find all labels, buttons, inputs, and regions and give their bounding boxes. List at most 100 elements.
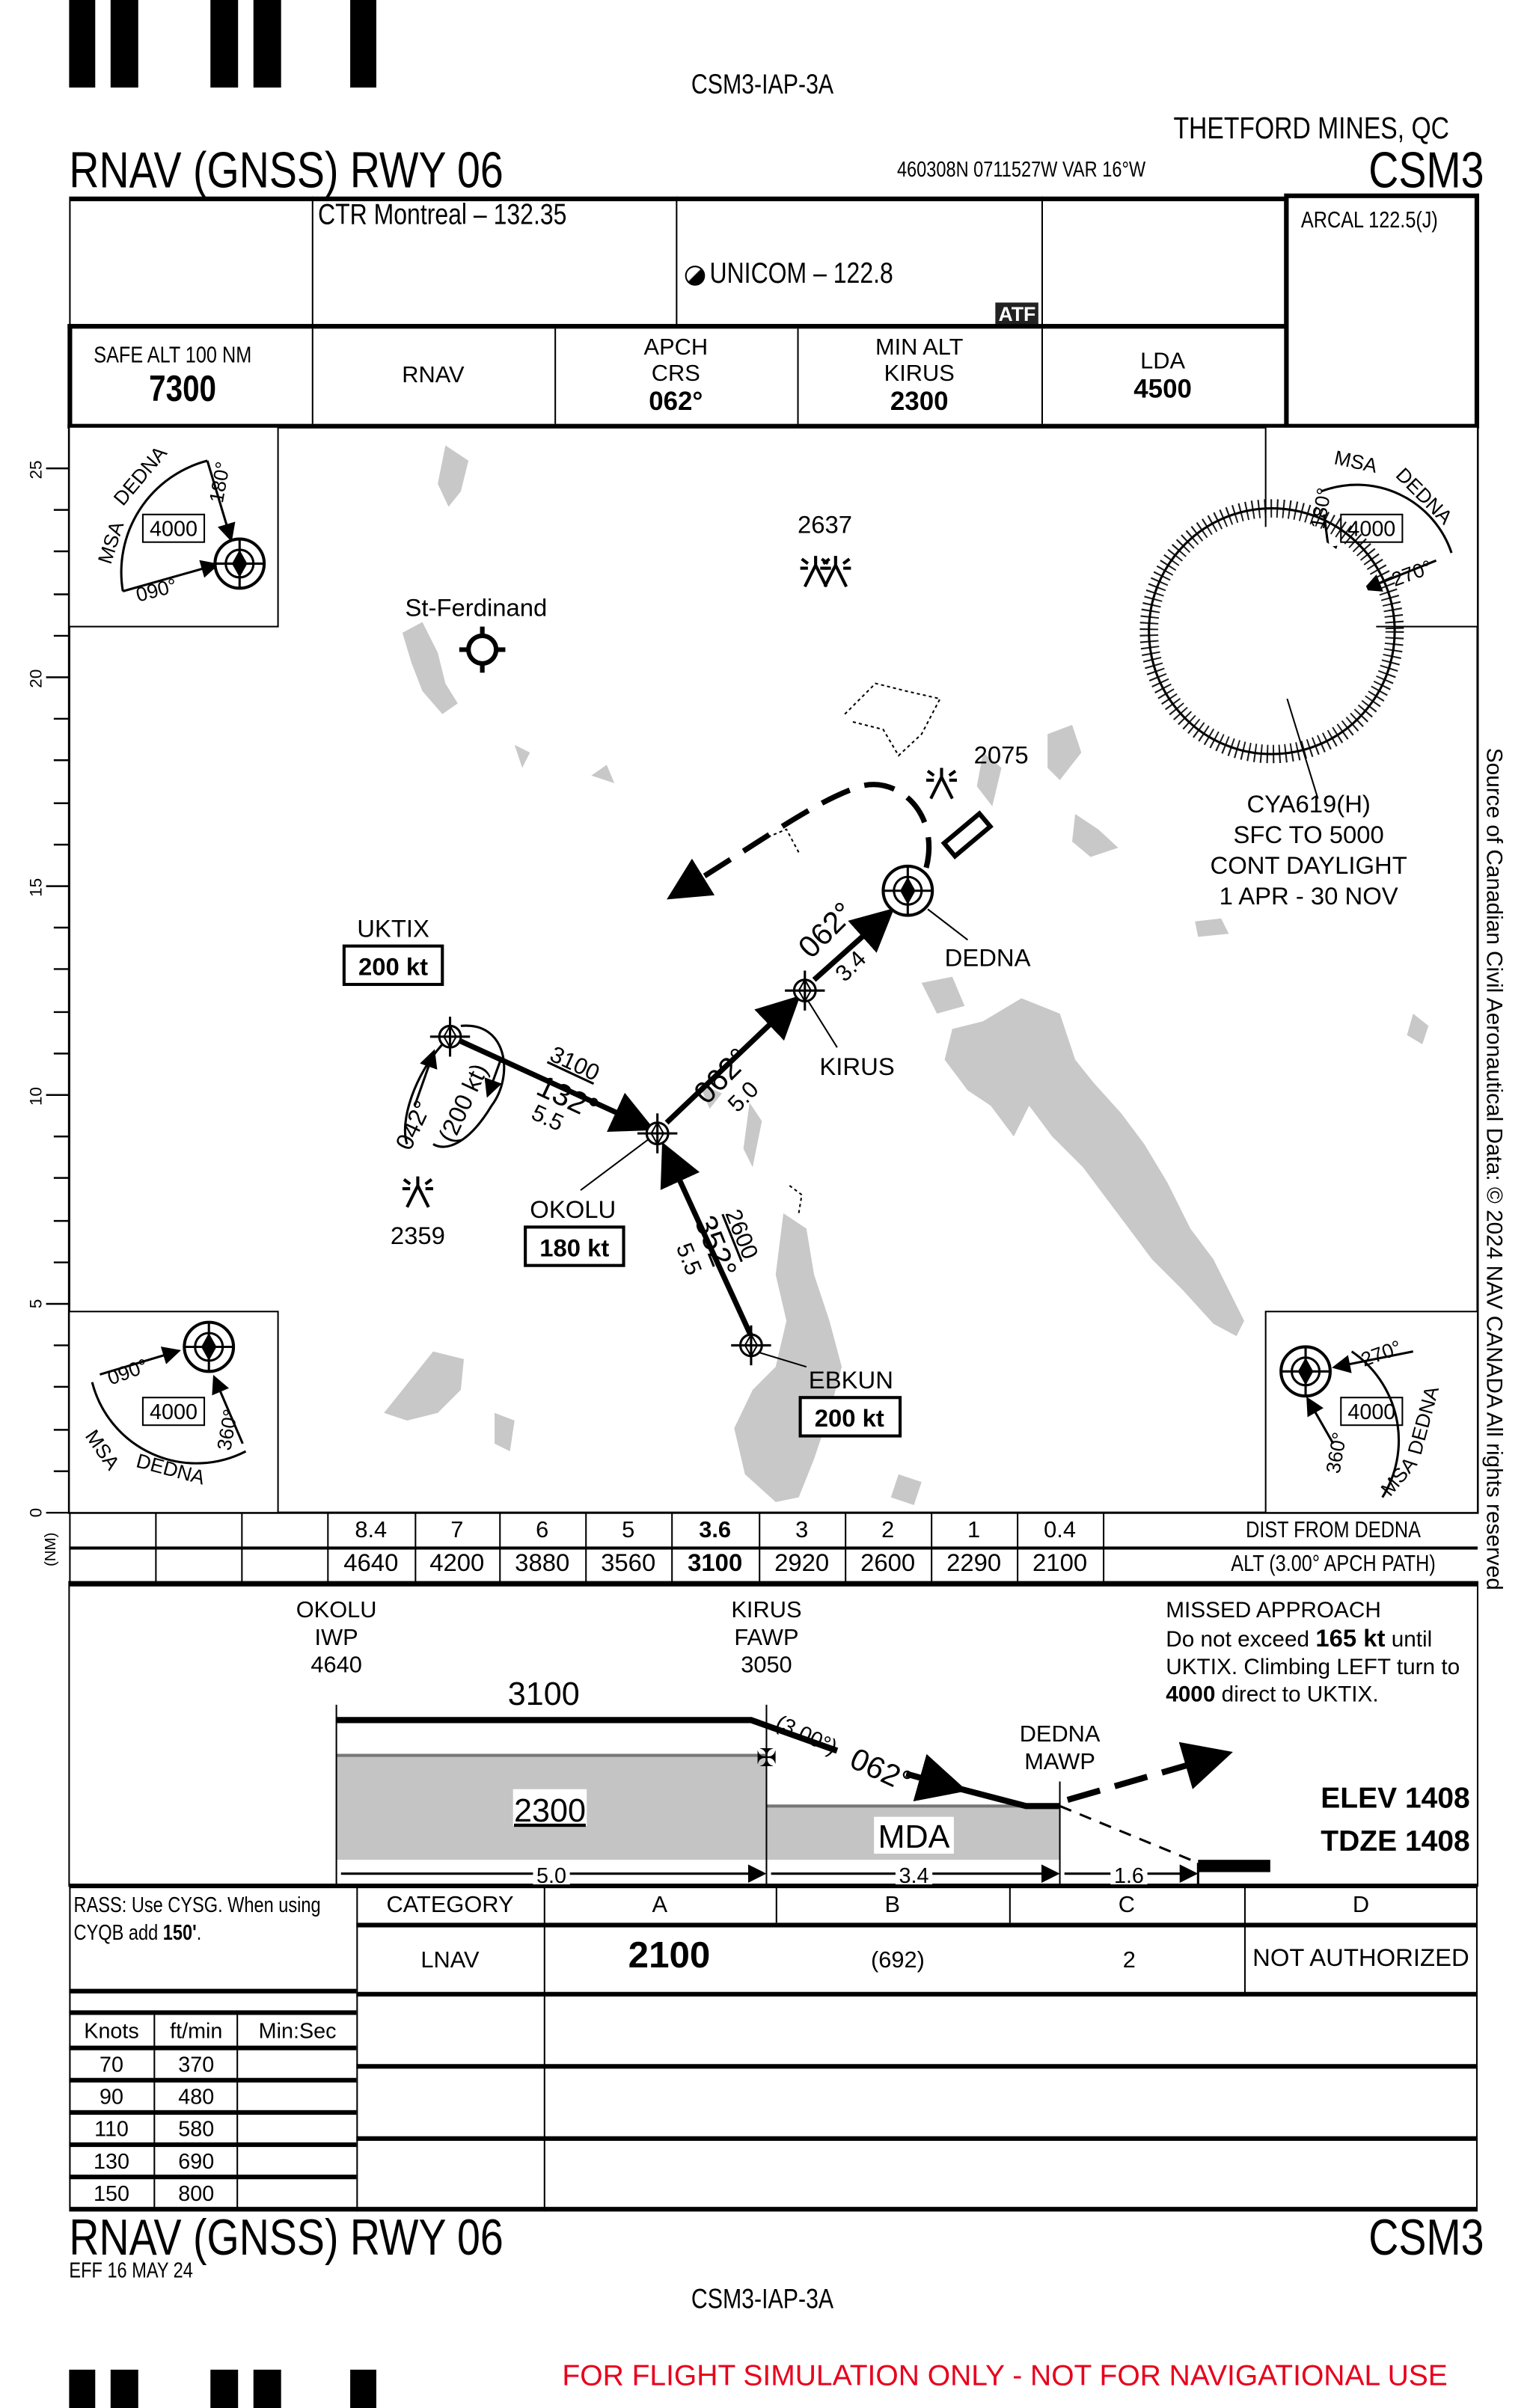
uktix-speed: 200 kt	[358, 953, 428, 981]
dist-cell: 3	[795, 1517, 809, 1544]
svg-text:IWP: IWP	[315, 1624, 358, 1650]
svg-text:1 APR - 30 NOV: 1 APR - 30 NOV	[1220, 882, 1398, 910]
fawp-cross-icon: ✠	[756, 1744, 777, 1771]
rate-row: 90 480	[69, 2079, 357, 2112]
svg-text:2637: 2637	[798, 510, 852, 538]
category-label: CATEGORY	[386, 1892, 514, 1918]
lnav-mda: 2100	[628, 1934, 711, 1977]
dist-cell: 7	[450, 1517, 464, 1544]
svg-text:4000: 4000	[1347, 517, 1395, 541]
okolu-speed: 180 kt	[539, 1234, 609, 1261]
procedure-title: RNAV (GNSS) RWY 06	[69, 141, 504, 198]
dist-cell: 6	[536, 1517, 549, 1544]
dist-label: DIST FROM DEDNA	[1246, 1517, 1421, 1544]
segment-distances	[340, 1863, 1199, 1887]
kirus-label: KIRUS	[819, 1053, 894, 1080]
obstacle-2359: 2359	[391, 1177, 445, 1249]
svg-text:KIRUS: KIRUS	[731, 1596, 801, 1623]
svg-text:4000: 4000	[150, 1400, 198, 1424]
svg-text:DEDNA: DEDNA	[1020, 1721, 1101, 1747]
alt-cell: 3100	[688, 1551, 743, 1578]
dedna-label: DEDNA	[945, 943, 1031, 971]
category-a: A	[652, 1892, 668, 1918]
rate-of-descent-table: Knots ft/min Min:Sec 70 370 90 480 110 5…	[69, 2015, 357, 2209]
alt-cell: 2100	[1032, 1551, 1088, 1578]
svg-text:4000: 4000	[150, 517, 198, 541]
alt-label: ALT (3.00° APCH PATH)	[1231, 1551, 1436, 1578]
dist-cell: 1	[967, 1517, 981, 1544]
msa-box-nw: 4000 MSA DEDNA 090° 180°	[68, 426, 279, 628]
leg-ebkun-okolu: 2600 352° 5.5	[671, 1205, 764, 1282]
svg-text:25: 25	[26, 460, 45, 479]
dist-cell: 5	[622, 1517, 635, 1544]
svg-text:FAWP: FAWP	[734, 1624, 798, 1650]
dist-okolu-kirus: 5.0	[536, 1864, 566, 1888]
footer-chart-id: CSM3-IAP-3A	[691, 2283, 834, 2314]
category-c: C	[1118, 1892, 1136, 1918]
rass-note: RASS: Use CYSG. When using CYQB add 150'…	[73, 1892, 321, 1945]
water-bodies	[384, 445, 1429, 1505]
rate-row: 130 690	[69, 2143, 357, 2177]
level-altitude: 3100	[508, 1676, 580, 1712]
arcal-frequency: ARCAL 122.5(J)	[1300, 207, 1438, 234]
alt-cell: 2290	[946, 1551, 1002, 1578]
obstacle-2637: 2637	[798, 510, 852, 586]
source-credit: Source of Canadian Civil Aeronautical Da…	[1481, 748, 1506, 1590]
ebkun-speed: 200 kt	[815, 1404, 884, 1432]
svg-text:15: 15	[26, 878, 45, 897]
alt-cell: 2600	[860, 1551, 916, 1578]
runway-profile	[1198, 1860, 1270, 1872]
dist-cell: 3.6	[699, 1517, 732, 1544]
rate-row: 70 370	[69, 2047, 357, 2080]
rate-row: 110 580	[69, 2111, 357, 2144]
alt-cell: 2920	[774, 1551, 830, 1578]
svg-text:MISSED APPROACH: MISSED APPROACH	[1166, 1598, 1381, 1623]
svg-text:20: 20	[26, 670, 45, 688]
alt-cell: 3560	[601, 1551, 656, 1578]
dist-cell: 8.4	[355, 1517, 388, 1544]
obstacle-2075: 2075	[926, 741, 1029, 798]
lnav-hat: (692)	[871, 1947, 925, 1974]
missed-approach-text: MISSED APPROACH Do not exceed 165 kt unt…	[1166, 1598, 1460, 1707]
glide-path-angle: (3.00°)	[772, 1711, 841, 1760]
svg-text:MAWP: MAWP	[1024, 1748, 1095, 1774]
dist-cell: 2	[881, 1517, 895, 1544]
mda-label: MDA	[878, 1819, 950, 1855]
svg-text:4640: 4640	[310, 1652, 361, 1678]
svg-text:2075: 2075	[974, 741, 1029, 768]
airport-id: CSM3	[1368, 141, 1484, 198]
svg-text:CYA619(H): CYA619(H)	[1246, 790, 1370, 818]
restricted-area-label: CYA619(H) SFC TO 5000 CONT DAYLIGHT 1 AP…	[1211, 790, 1407, 910]
dist-cell: 0.4	[1044, 1517, 1076, 1544]
svg-text:2359: 2359	[391, 1222, 445, 1249]
runway-06	[940, 810, 994, 860]
svg-text:5: 5	[26, 1299, 45, 1309]
lnav-visibility: 2	[1122, 1947, 1136, 1974]
alt-cell: 3880	[515, 1551, 570, 1578]
okolu-label: OKOLU	[530, 1195, 616, 1223]
svg-text:UKTIX. Climbing LEFT turn to: UKTIX. Climbing LEFT turn to	[1166, 1655, 1460, 1679]
msa-box-sw: 4000 090° 360° MSA DEDNA	[68, 1311, 279, 1514]
footer-title: RNAV (GNSS) RWY 06	[69, 2208, 504, 2266]
dist-kirus-dedna: 3.4	[899, 1864, 929, 1888]
svg-text:(NM): (NM)	[42, 1532, 59, 1566]
category-b: B	[884, 1892, 901, 1918]
lnav-label: LNAV	[420, 1946, 480, 1973]
ctr-frequency: CTR Montreal – 132.35	[317, 199, 567, 233]
alt-cell: 4200	[429, 1551, 485, 1578]
st-ferdinand-airport: St-Ferdinand	[406, 593, 547, 673]
safe-altitude: SAFE ALT 100 NM 7300	[94, 341, 252, 410]
simulation-disclaimer: FOR FLIGHT SIMULATION ONLY - NOT FOR NAV…	[562, 2360, 1448, 2393]
ebkun-label: EBKUN	[809, 1366, 893, 1394]
scale-labels: 0 5 10 15 20 25 (NM)	[26, 460, 58, 1566]
location: THETFORD MINES, QC	[1173, 111, 1449, 147]
svg-text:SFC TO 5000: SFC TO 5000	[1233, 821, 1383, 848]
